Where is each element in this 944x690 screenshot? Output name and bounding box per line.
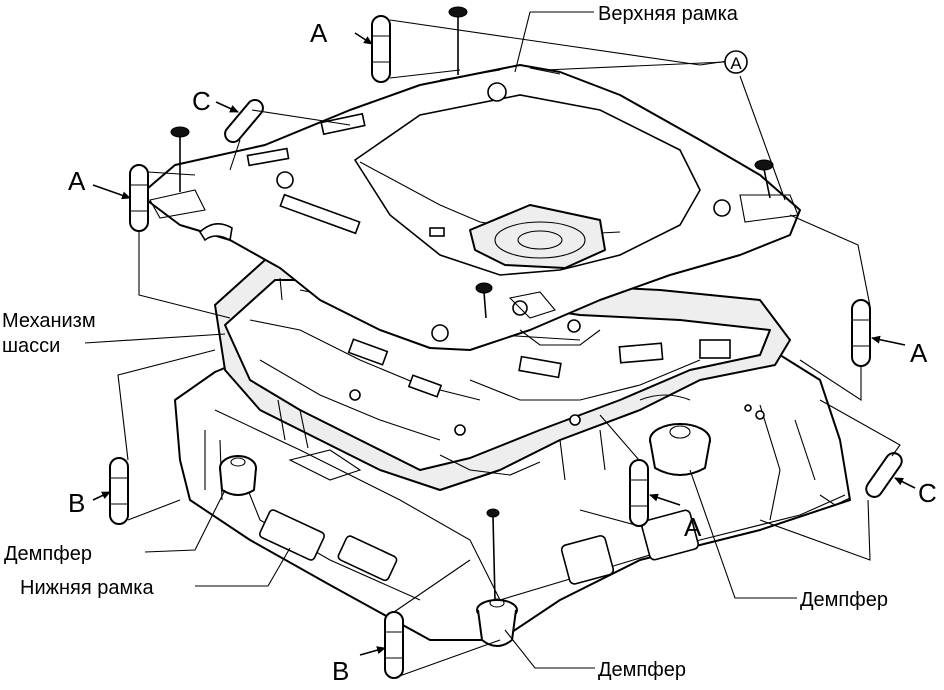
spring-pin-icon <box>129 164 149 232</box>
screw-icon <box>754 159 774 199</box>
label-damper-right: Демпфер <box>800 589 888 611</box>
label-damper-left: Демпфер <box>4 543 92 565</box>
spring-pin-icon <box>865 452 903 498</box>
callout-a-circled: A <box>724 50 748 74</box>
label-chassis-mechanism-line2: шасси <box>2 335 60 357</box>
callout-c-right: C <box>918 478 937 508</box>
screw-icon <box>170 126 190 192</box>
label-top-frame: Верхняя рамка <box>598 3 739 25</box>
spring-pin-icon <box>851 299 871 367</box>
damper-left <box>219 455 257 496</box>
label-chassis-mechanism-line1: Механизм <box>2 310 96 332</box>
callout-a-top-left: A <box>310 18 328 48</box>
label-damper-bottom: Демпфер <box>598 659 686 681</box>
spring-pin-icon <box>371 15 391 83</box>
label-bottom-frame: Нижняя рамка <box>20 577 154 599</box>
callout-a-right: A <box>910 338 928 368</box>
callout-a-left: A <box>68 166 86 196</box>
top-frame <box>139 64 801 351</box>
callout-a-center: A <box>684 512 702 542</box>
spring-pin-icon <box>384 611 404 679</box>
damper-bottom <box>476 598 518 647</box>
spring-pin-icon <box>224 98 264 144</box>
callout-c-top-left: C <box>192 86 211 116</box>
spring-pin-icon <box>629 459 649 527</box>
screw-icon <box>475 282 493 319</box>
damper-right <box>649 423 711 476</box>
callout-a-circled-letter: A <box>730 54 742 73</box>
screw-icon <box>448 6 468 75</box>
leader-lines <box>84 11 916 669</box>
screw-icon <box>486 508 500 601</box>
callout-b-left: B <box>68 488 85 518</box>
callout-b-bottom: B <box>332 656 349 686</box>
spring-pin-icon <box>109 457 129 525</box>
